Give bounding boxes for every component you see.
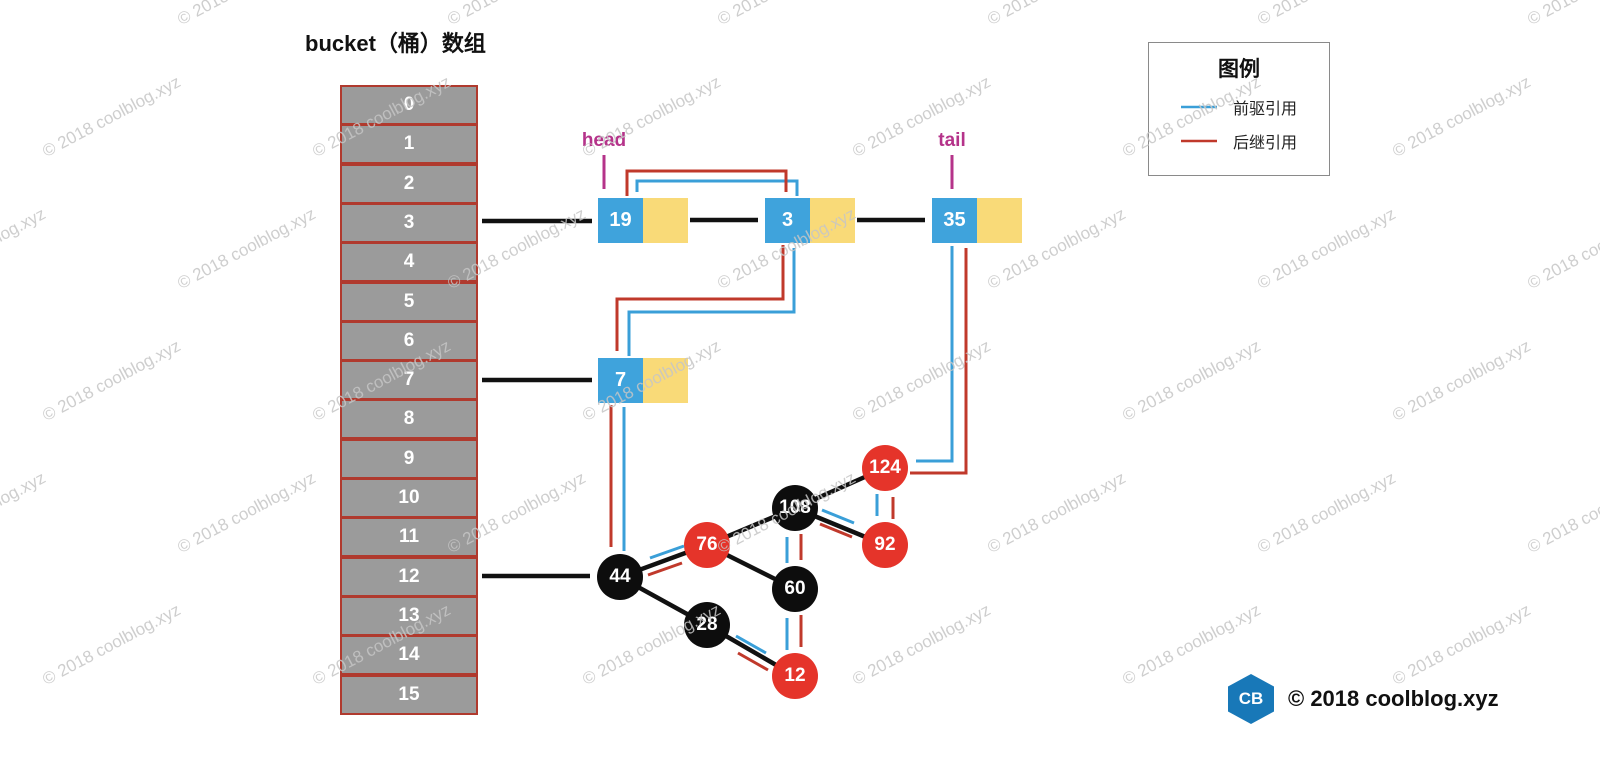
watermark-text: © 2018 coolblog.xyz [1389, 336, 1534, 425]
footer-copyright: © 2018 coolblog.xyz [1288, 686, 1499, 711]
watermark-text: © 2018 coolblog.xyz [1524, 204, 1600, 293]
tree-node-28: 28 [684, 602, 730, 648]
bucket-cell-0: 0 [340, 85, 478, 125]
bucket-cell-5: 5 [340, 281, 478, 322]
predecessor-arrow-icon [1181, 105, 1217, 109]
watermark-text: © 2018 coolblog.xyz [1524, 0, 1600, 30]
map-node-value [810, 198, 855, 243]
succ-node19-to-node3 [625, 169, 788, 196]
map-node-key: 3 [765, 198, 810, 243]
pred-node28-to-node12 [735, 634, 767, 655]
watermark-text: © 2018 coolblog.xyz [1254, 204, 1399, 293]
bucket-array-title: bucket（桶）数组 [305, 31, 486, 56]
map-node-3: 3 [765, 198, 855, 243]
map-node-key: 19 [598, 198, 643, 243]
legend-label: 前驱引用 [1233, 101, 1298, 118]
succ-node3-to-node7 [615, 245, 785, 351]
watermark-text: © 2018 coolblog.xyz [984, 0, 1129, 30]
bucket-cell-12: 12 [340, 556, 478, 597]
tree-node-124: 124 [862, 445, 908, 491]
legend: 图例 前驱引用后继引用 [1148, 42, 1330, 176]
watermark-text: © 2018 coolblog.xyz [0, 468, 49, 557]
map-node-key: 35 [932, 198, 977, 243]
bucket-cell-14: 14 [340, 635, 478, 676]
footer: CB © 2018 coolblog.xyz [1228, 674, 1499, 724]
pred-node92-to-node108 [821, 508, 855, 525]
succ-node124-to-node35 [910, 248, 968, 475]
tree-node-92: 92 [862, 522, 908, 568]
watermark-text: © 2018 coolblog.xyz [1524, 468, 1600, 557]
bucket-cell-11: 11 [340, 517, 478, 558]
pred-node76-to-node44 [649, 544, 685, 560]
watermark-text: © 2018 coolblog.xyz [39, 72, 184, 161]
watermark-text: © 2018 coolblog.xyz [1389, 72, 1534, 161]
bucket-cell-15: 15 [340, 674, 478, 715]
tree-node-12: 12 [772, 653, 818, 699]
watermark-text: © 2018 coolblog.xyz [714, 0, 859, 30]
bucket-cell-1: 1 [340, 124, 478, 165]
coolblog-logo-icon: CB [1228, 674, 1274, 724]
bucket-cell-10: 10 [340, 478, 478, 518]
watermark-text: © 2018 coolblog.xyz [1119, 336, 1264, 425]
legend-label: 后继引用 [1233, 135, 1298, 152]
watermark-text: © 2018 coolblog.xyz [174, 204, 319, 293]
watermark-text: © 2018 coolblog.xyz [849, 336, 994, 425]
tree-node-60: 60 [772, 566, 818, 612]
legend-items: 前驱引用后继引用 [1149, 95, 1329, 153]
map-node-value [643, 358, 688, 403]
tree-edges [618, 465, 886, 678]
bucket-cell-9: 9 [340, 438, 478, 479]
succ-node108-to-node92 [819, 522, 853, 539]
pred-node35-to-node124 [916, 246, 954, 463]
pred-node7-to-node3 [627, 248, 796, 356]
bucket-cell-13: 13 [340, 595, 478, 636]
bucket-cell-8: 8 [340, 399, 478, 440]
bucket-cell-2: 2 [340, 163, 478, 204]
bucket-cell-6: 6 [340, 320, 478, 361]
watermark-text: © 2018 coolblog.xyz [1254, 468, 1399, 557]
map-node-7: 7 [598, 358, 688, 403]
watermark-text: © 2018 coolblog.xyz [849, 600, 994, 689]
legend-title: 图例 [1218, 58, 1260, 81]
tail-pointer-label: tail [938, 130, 966, 151]
succ-node12-to-node28 [737, 651, 769, 672]
map-node-value [977, 198, 1022, 243]
map-node-key: 7 [598, 358, 643, 403]
watermark-text: © 2018 coolblog.xyz [39, 600, 184, 689]
watermark-text: © 2018 coolblog.xyz [39, 336, 184, 425]
map-node-value [643, 198, 688, 243]
watermark-text: © 2018 coolblog.xyz [0, 0, 49, 30]
watermark-text: © 2018 coolblog.xyz [0, 204, 49, 293]
successor-arrow-icon [1181, 139, 1217, 143]
succ-node44-to-node76 [647, 561, 683, 577]
head-pointer-label: head [581, 130, 627, 151]
watermark-text: © 2018 coolblog.xyz [1254, 0, 1399, 30]
tree-node-108: 108 [772, 485, 818, 531]
map-node-19: 19 [598, 198, 688, 243]
bucket-cell-7: 7 [340, 360, 478, 401]
legend-item-predecessor: 前驱引用 [1149, 95, 1329, 119]
tree-node-44: 44 [597, 554, 643, 600]
map-node-35: 35 [932, 198, 1022, 243]
bucket-cell-3: 3 [340, 202, 478, 243]
bucket-cell-4: 4 [340, 242, 478, 283]
tree-node-76: 76 [684, 522, 730, 568]
watermark-text: © 2018 coolblog.xyz [174, 468, 319, 557]
watermark-text: © 2018 coolblog.xyz [174, 0, 319, 30]
pred-node3-to-node19 [635, 179, 799, 196]
legend-item-successor: 后继引用 [1149, 129, 1329, 153]
watermark-text: © 2018 coolblog.xyz [984, 468, 1129, 557]
